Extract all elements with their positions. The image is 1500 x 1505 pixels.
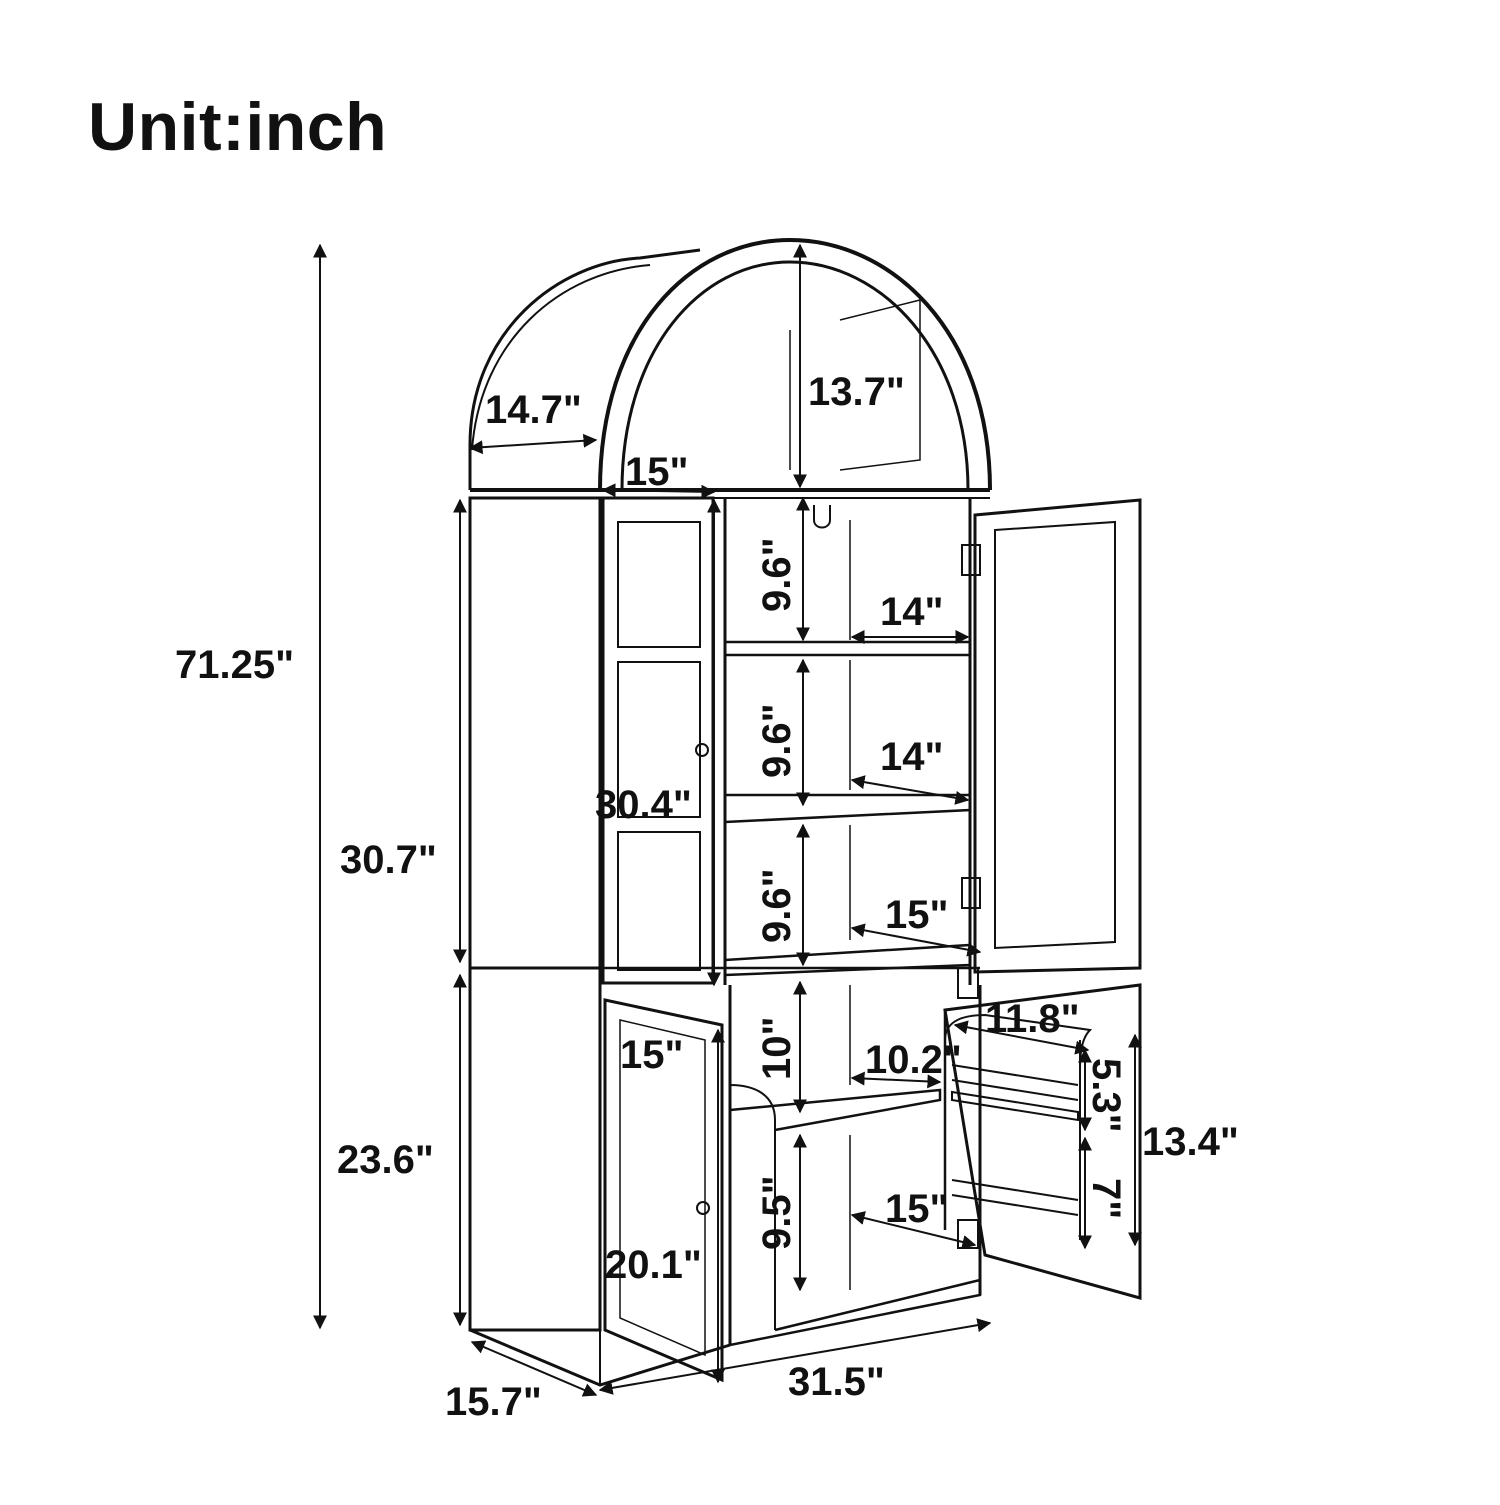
label-rack-spacing-2: 7" [1084, 1178, 1128, 1219]
label-lower-section-height: 23.6" [337, 1138, 434, 1182]
label-lower-right-door-height: 13.4" [1142, 1120, 1239, 1164]
label-lower-shelf-depth-1: 10.2" [865, 1038, 962, 1082]
label-upper-section-height: 30.7" [340, 838, 437, 882]
label-lower-shelf-depth-2: 15" [885, 1187, 948, 1231]
label-shelf-depth-3: 15" [885, 893, 948, 937]
label-lower-door-height: 20.1" [605, 1243, 702, 1287]
dimension-labels: 71.25" 14.7" 13.7" 15" 30.7" 23.6" 30.4"… [175, 370, 1239, 1424]
label-shelf-height-3: 9.6" [755, 868, 799, 943]
label-depth: 15.7" [445, 1380, 542, 1424]
label-arch-height: 13.7" [808, 370, 905, 414]
label-lower-shelf-height-2: 9.5" [755, 1175, 799, 1250]
label-overall-height: 71.25" [175, 643, 294, 687]
label-width: 31.5" [788, 1360, 885, 1404]
label-shelf-height-2: 9.6" [755, 703, 799, 778]
unit-title: Unit:inch [88, 89, 388, 165]
label-arch-depth: 14.7" [485, 388, 582, 432]
label-rack-spacing-1: 5.3" [1084, 1058, 1128, 1133]
label-lower-shelf-height-1: 10" [755, 1017, 799, 1080]
label-lower-door-width: 15" [620, 1033, 683, 1077]
label-upper-door-width: 15" [625, 450, 688, 494]
label-shelf-height-1: 9.6" [755, 537, 799, 612]
label-shelf-depth-1: 14" [880, 590, 943, 634]
label-upper-door-height: 30.4" [595, 783, 692, 827]
label-shelf-depth-2: 14" [880, 735, 943, 779]
label-rack-width: 11.8" [985, 997, 1080, 1041]
dimension-lines [313, 243, 1142, 1397]
